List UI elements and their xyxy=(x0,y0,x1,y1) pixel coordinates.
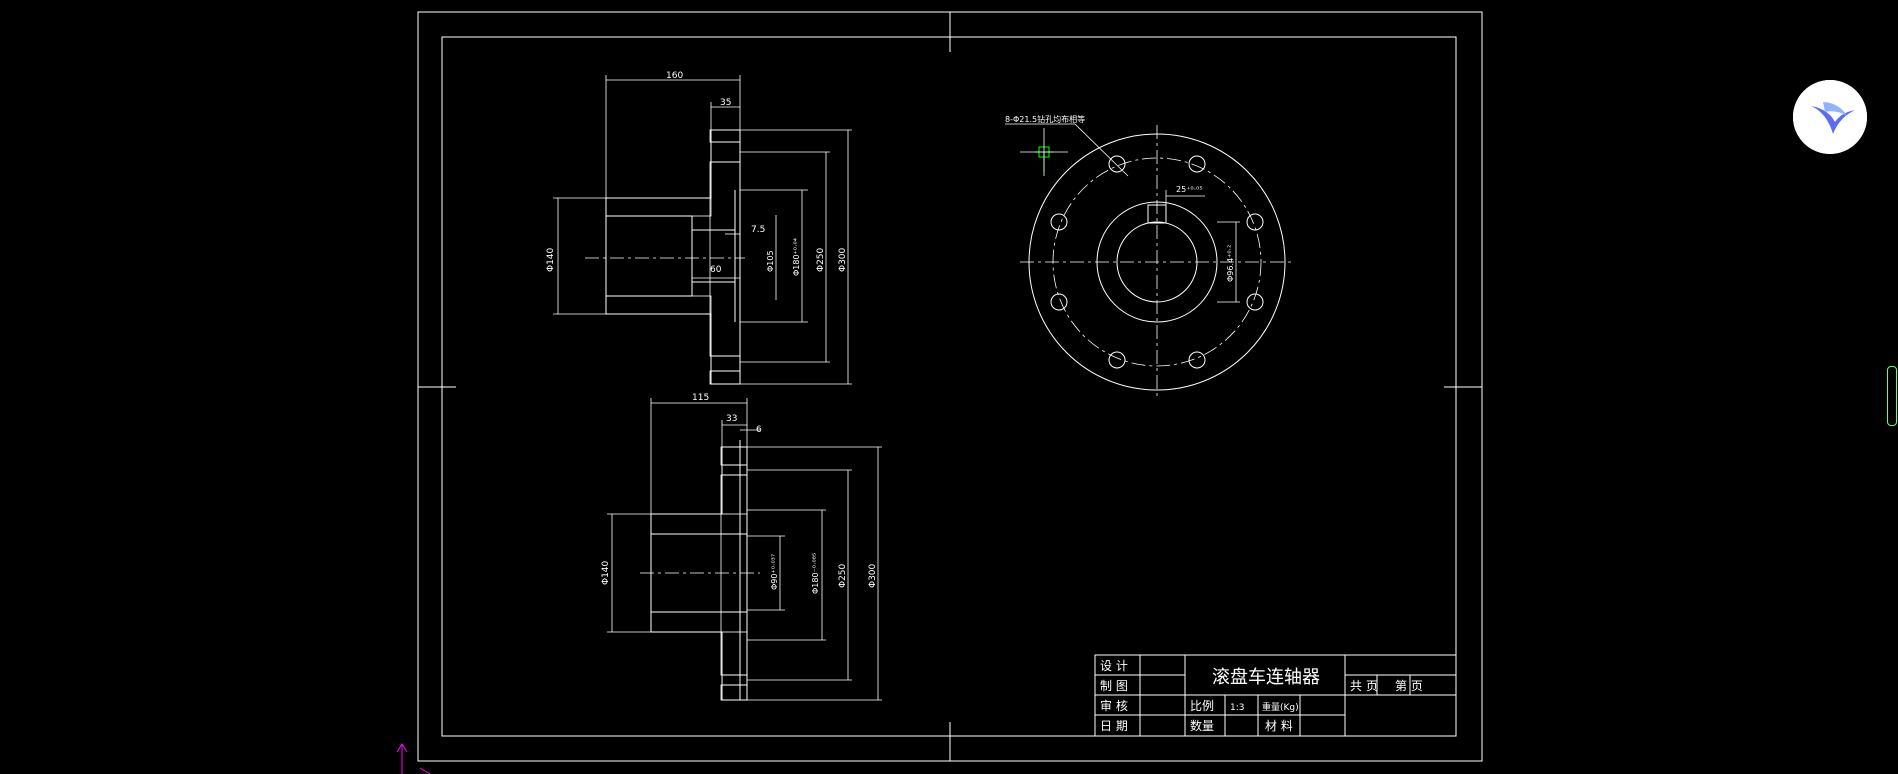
tb-design: 设 计 xyxy=(1100,659,1128,673)
app-logo-icon[interactable] xyxy=(1793,80,1867,154)
side-scroll-handle[interactable] xyxy=(1887,366,1897,426)
section-view-bottom: 115 33 6 Φ140 Φ90⁺⁰·⁰³⁷ Φ180⁻⁰·⁰⁸⁵ Φ250 … xyxy=(601,393,882,701)
dia-300-bottom: Φ300 xyxy=(868,563,878,588)
dim-7-5: 7.5 xyxy=(751,225,765,235)
tb-review: 审 核 xyxy=(1100,698,1128,713)
title-block: 设 计 制 图 审 核 日 期 滚盘车连轴器 比例 1:3 重量(Kg) 数量 … xyxy=(1094,654,1457,737)
dia-180-bottom: Φ180⁻⁰·⁰⁸⁵ xyxy=(811,553,820,594)
dia-105: Φ105 xyxy=(766,250,775,272)
tb-weight-label: 重量(Kg) xyxy=(1262,701,1299,713)
tb-scale-label: 比例 xyxy=(1190,699,1214,713)
dia-250-top: Φ250 xyxy=(816,247,826,272)
dia-180-top: Φ180⁺⁰·⁰⁴ xyxy=(792,238,801,276)
tb-drawing: 制 图 xyxy=(1100,679,1128,693)
tb-material-label: 材 料 xyxy=(1265,719,1293,733)
bird-logo-icon xyxy=(1793,80,1867,154)
tb-page-no: 第 页 xyxy=(1395,679,1423,693)
dim-115: 115 xyxy=(692,393,709,403)
holes-note: 8-Φ21.5钻孔均布相等 xyxy=(1005,114,1085,124)
ucs-icon xyxy=(396,743,431,774)
dim-35: 35 xyxy=(720,98,731,108)
end-view-flange: 8-Φ21.5钻孔均布相等 25⁺⁰·⁰⁵ Φ96.4⁺⁰·² xyxy=(1005,114,1294,400)
keyway-width: 25⁺⁰·⁰⁵ xyxy=(1176,185,1203,194)
tb-quantity-label: 数量 xyxy=(1190,718,1214,733)
dia-140-bottom: Φ140 xyxy=(601,560,611,585)
dia-300-top: Φ300 xyxy=(838,247,848,272)
dim-160: 160 xyxy=(666,71,683,81)
dim-33: 33 xyxy=(726,414,737,424)
keyway-depth: Φ96.4⁺⁰·² xyxy=(1226,245,1235,282)
sheet-frame xyxy=(417,11,1483,762)
cad-cursor-icon xyxy=(1020,128,1068,176)
section-view-top: 160 35 7.5 60 Φ140 Φ105 Φ180⁺⁰·⁰⁴ Φ250 Φ… xyxy=(546,71,852,385)
tb-date: 日 期 xyxy=(1100,719,1128,733)
tb-scale-value: 1:3 xyxy=(1230,703,1244,713)
tb-title: 滚盘车连轴器 xyxy=(1212,667,1320,688)
tb-pages-total: 共 页 xyxy=(1350,679,1378,693)
dia-250-bottom: Φ250 xyxy=(838,563,848,588)
dia-140-top: Φ140 xyxy=(546,247,556,272)
dim-60: 60 xyxy=(710,265,722,275)
dia-90: Φ90⁺⁰·⁰³⁷ xyxy=(770,554,779,590)
dim-6: 6 xyxy=(756,425,762,435)
